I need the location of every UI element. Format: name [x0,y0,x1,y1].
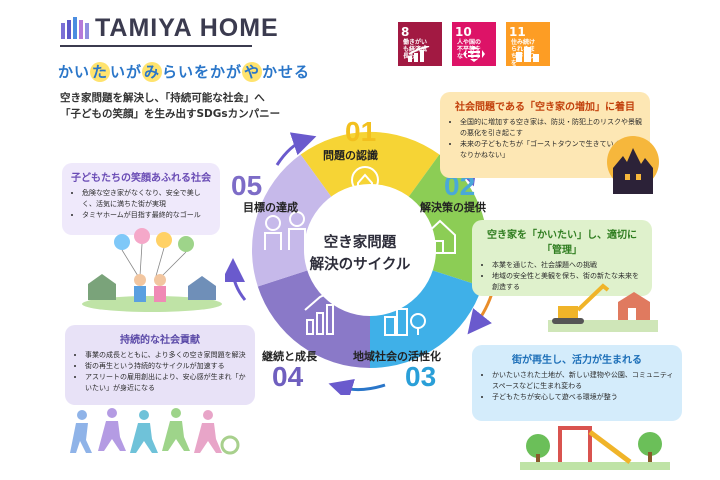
info-box-goal: 子どもたちの笑顔あふれる社会 危険な空き家がなくなり、安全で美しく、活気に満ちた… [62,163,220,235]
arrow-icon [225,258,247,301]
athletes-silhouette-icon [70,408,240,455]
info-box-solution: 空き家を「かいたい」し、適切に「管理」 本業を通じた、社会課題への挑戦 地域の安… [472,220,652,296]
list-item: 子どもたちが安心して遊べる環境が整う [492,392,674,403]
step-label-04: 継続と成長 [262,350,317,363]
haunted-house-icon [607,136,659,194]
sdg-badge-11: 11住み続けられるまちづくりを [506,22,550,67]
cycle-center-title: 空き家問題 解決のサイクル [309,235,411,273]
box-list: かいたいされた土地が、新しい建物や公園、コミュニティスペースなどに生まれ変わる … [480,370,674,403]
sdg-number: 8 [401,25,410,39]
segment-02 [404,154,489,287]
list-item: 全国的に増加する空き家は、防災・防犯上のリスクや景観の悪化を引き起こす [460,117,642,139]
tagline-highlight: た [90,62,111,82]
tagline: かいたいがみらいをかがやかせる [58,61,310,82]
segment-05 [251,154,336,287]
tagline-highlight: や [242,62,263,82]
segment-03 [370,268,483,368]
sdg-badge-8: 8働きがいも経済成長も [398,22,442,66]
step-label-05: 目標の達成 [243,201,298,214]
center-circle [304,184,436,316]
family-icon [264,211,306,250]
list-item: アスリートの雇用創出により、安心感が生まれ「かいたい」が身近になる [85,372,247,394]
demolition-excavator-icon [548,283,658,332]
list-item: かいたいされた土地が、新しい建物や公園、コミュニティスペースなどに生まれ変わる [492,370,674,392]
step-number-05: 05 [231,170,263,201]
tagline-part: いが [110,63,143,81]
box-title: 持続的な社会貢献 [120,335,200,346]
sdg-number: 11 [509,25,526,39]
box-list: 全国的に増加する空き家は、防災・防犯上のリスクや景観の悪化を引き起こす 未来の子… [448,117,642,161]
box-title: 社会問題である「空き家の増加」に着目 [455,102,635,113]
list-item: 危険な空き家がなくなり、安全で美しく、活気に満ちた街が実現 [82,188,212,210]
list-item: 本業を通じた、社会課題への挑戦 [492,260,644,271]
tagline-part: らいをかが [162,63,243,81]
tagline-part: かせる [262,63,311,81]
step-label-03: 地域社会の活性化 [353,350,441,363]
sdg-title: 住み続けられるまちづくりを [511,39,536,67]
list-item: 地域の安全性と美観を保ち、街の新たな未来を創造する [492,271,644,293]
arrow-icon [275,132,317,166]
house-tools-icon [424,219,456,254]
brand-name: TAMIYA HOME [95,14,279,42]
growth-chart-icon [408,46,430,62]
city-icon [516,47,539,62]
playground-icon [520,426,670,470]
box-title: 空き家を「かいたい」し、適切に「管理」 [487,230,637,256]
growth-graph-icon [304,289,336,335]
box-list: 事業の成長とともに、より多くの空き家問題を解決 街の再生という持続的なサイクルが… [73,350,247,394]
box-title: 街が再生し、活力が生まれる [512,355,642,366]
step-label-01: 問題の認識 [323,149,378,162]
step-number-04: 04 [272,361,304,392]
tagline-part: かい [58,63,91,81]
list-item: タミヤホームが目指す最終的なゴール [82,210,212,221]
segment-04 [257,268,370,368]
list-item: 事業の成長とともに、より多くの空き家問題を解決 [85,350,247,361]
logo-icon [60,17,92,39]
step-number-03: 03 [405,361,437,392]
sdg-number: 10 [455,25,472,39]
box-list: 危険な空き家がなくなり、安全で美しく、活気に満ちた街が実現 タミヤホームが目指す… [70,188,212,221]
box-list: 本業を通じた、社会課題への挑戦 地域の安全性と美観を保ち、街の新たな未来を創造す… [480,260,644,293]
step-label-02: 解決策の提供 [420,201,486,214]
sdg-badge-10: 10人や国の不平等をなくそう [452,22,496,66]
arrow-icon [328,378,386,395]
city-nature-icon [384,308,426,336]
intro-text: 空き家問題を解決し、「持続可能な社会」へ 「子どもの笑顔」を生み出すSDGsカン… [60,92,281,120]
info-box-growth: 持続的な社会貢献 事業の成長とともに、より多くの空き家問題を解決 街の再生という… [65,325,255,405]
logo-underline [60,45,252,47]
magnifier-house-icon [351,166,386,201]
equality-icon [463,46,485,62]
list-item: 街の再生という持続的なサイクルが加速する [85,361,247,372]
box-title: 子どもたちの笑顔あふれる社会 [71,173,211,184]
step-number-01: 01 [345,116,377,147]
children-balloons-icon [82,228,222,312]
info-box-revival: 街が再生し、活力が生まれる かいたいされた土地が、新しい建物や公園、コミュニティ… [472,345,682,421]
cycle-diagram [225,131,495,395]
tagline-highlight: み [142,62,163,82]
list-item: 未来の子どもたちが「ゴーストタウンで生きていくことになりかねない」 [460,139,642,161]
